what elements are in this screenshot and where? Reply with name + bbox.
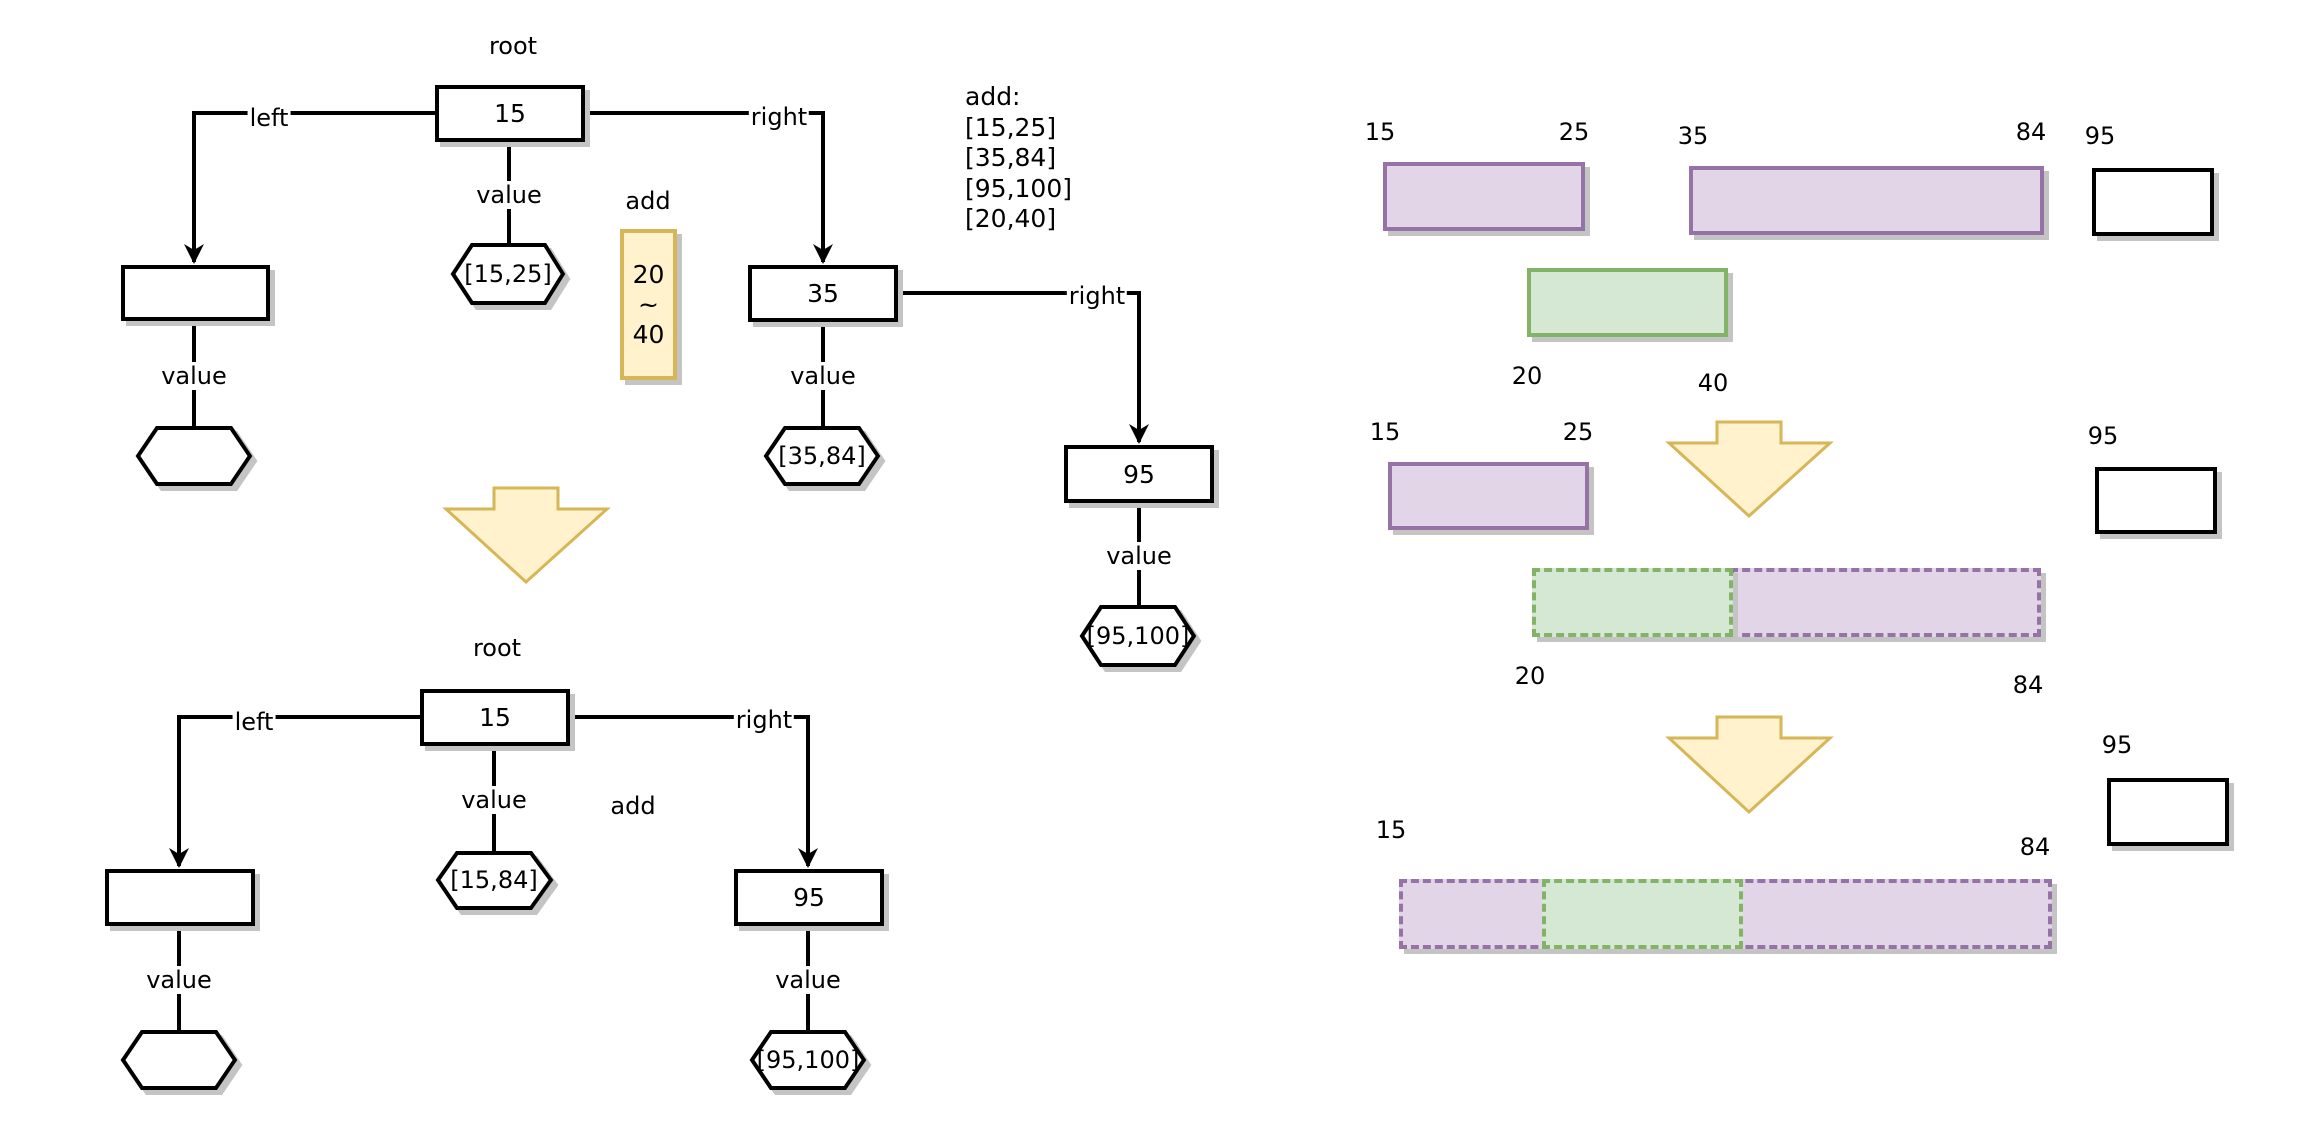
- step1-label-20: 20: [1511, 362, 1543, 390]
- bottom-add-caption: add: [610, 792, 656, 820]
- edge-bottom-root-right: [569, 715, 818, 868]
- hexagon-bottom-left-value: [120, 1030, 238, 1090]
- step1-label-95: 95: [2084, 122, 2116, 150]
- step2-merged-green-part: [1532, 568, 1733, 637]
- edge-top-root-left: [184, 111, 435, 264]
- top-left-node: [121, 265, 270, 321]
- add-list: add: [15,25] [35,84] [95,100] [20,40]: [965, 82, 1072, 235]
- top-left-edge-label: left: [247, 104, 291, 132]
- step3-label-15: 15: [1375, 816, 1407, 844]
- top-root-caption: root: [488, 32, 538, 60]
- transition-arrow-left: [442, 486, 611, 585]
- top-root-interval: [15,25]: [464, 260, 552, 288]
- step3-inner-interval-20-40: [1542, 879, 1743, 949]
- top-grandchild-node: 95: [1064, 445, 1214, 503]
- bottom-left-value-edge-label: value: [144, 966, 214, 994]
- step1-new-interval-20-40: [1527, 268, 1728, 337]
- step2-label-15: 15: [1369, 418, 1401, 446]
- pending-add-to: 40: [632, 319, 665, 349]
- top-left-value-edge-label: value: [159, 362, 229, 390]
- pending-add-from: 20: [632, 259, 665, 289]
- top-root-node: 15: [435, 85, 585, 142]
- top-right-node-value: 35: [807, 279, 839, 308]
- bottom-left-node: [105, 869, 255, 926]
- step1-interval-35-84: [1689, 166, 2044, 235]
- add-list-item: [95,100]: [965, 173, 1072, 203]
- step2-label-20: 20: [1514, 662, 1546, 690]
- step3-label-95: 95: [2101, 731, 2133, 759]
- bottom-left-edge-label: left: [232, 708, 276, 736]
- bottom-root-interval: [15,84]: [450, 866, 538, 894]
- edge-bottom-root-left: [169, 715, 420, 868]
- step1-interval-95: [2092, 168, 2214, 236]
- top-grandchild-interval: [95,100]: [1086, 622, 1190, 650]
- hexagon-top-95-value: [1079, 605, 1197, 667]
- top-root-node-value: 15: [494, 99, 526, 128]
- top-root-value-edge-label: value: [474, 181, 544, 209]
- bottom-right-node: 95: [734, 869, 884, 926]
- hexagon-top-left-value: [135, 426, 253, 486]
- top-grandchild-value-edge-label: value: [1104, 542, 1174, 570]
- add-list-item: [35,84]: [965, 143, 1057, 172]
- add-list-item: [15,25]: [965, 112, 1057, 142]
- bottom-root-caption: root: [472, 634, 522, 662]
- bottom-root-node: 15: [420, 689, 570, 746]
- add-list-title: add:: [965, 82, 1021, 111]
- step2-label-25: 25: [1562, 418, 1594, 446]
- add-list-item: [20,40]: [965, 204, 1057, 233]
- pending-add-sep: ~: [638, 289, 659, 319]
- hexagon-top-root-value: [450, 243, 566, 305]
- step1-label-84: 84: [2015, 118, 2047, 146]
- step2-interval-95: [2095, 467, 2217, 534]
- bottom-right-value-edge-label: value: [773, 966, 843, 994]
- step1-label-40: 40: [1697, 369, 1729, 397]
- step1-interval-15-25: [1383, 162, 1585, 231]
- step2-interval-15-25: [1388, 462, 1589, 530]
- top-right-edge-label: right: [748, 103, 810, 131]
- edge-top-root-right: [584, 111, 833, 264]
- step1-label-25: 25: [1558, 118, 1590, 146]
- transition-arrow-right-2: [1665, 715, 1834, 815]
- top-right-node: 35: [748, 265, 898, 322]
- step2-label-95: 95: [2087, 422, 2119, 450]
- transition-arrow-right-1: [1665, 420, 1834, 519]
- step3-interval-95: [2107, 778, 2229, 846]
- pending-add-interval: 20 ~ 40: [620, 229, 677, 380]
- bottom-right-interval: [95,100]: [756, 1046, 860, 1074]
- step2-merged-purple-part: [1730, 568, 2041, 637]
- bottom-root-node-value: 15: [479, 703, 511, 732]
- top-grandchild-node-value: 95: [1123, 459, 1155, 489]
- step1-label-15: 15: [1364, 118, 1396, 146]
- bottom-right-node-value: 95: [793, 883, 825, 912]
- edge-top-35-right: [898, 291, 1149, 444]
- top-pending-add-caption: add: [625, 187, 671, 215]
- step2-label-84: 84: [2012, 671, 2044, 699]
- top-right-interval: [35,84]: [778, 442, 866, 470]
- hexagon-bottom-95-value: [749, 1030, 867, 1090]
- bottom-right-edge-label: right: [733, 706, 795, 734]
- top-right-right-edge-label: right: [1066, 282, 1128, 310]
- top-right-value-edge-label: value: [788, 362, 858, 390]
- hexagon-bottom-root-value: [435, 851, 554, 910]
- step3-label-84: 84: [2019, 833, 2051, 861]
- hexagon-top-35-value: [763, 426, 881, 486]
- bottom-root-value-edge-label: value: [459, 786, 529, 814]
- step1-label-35: 35: [1677, 122, 1709, 150]
